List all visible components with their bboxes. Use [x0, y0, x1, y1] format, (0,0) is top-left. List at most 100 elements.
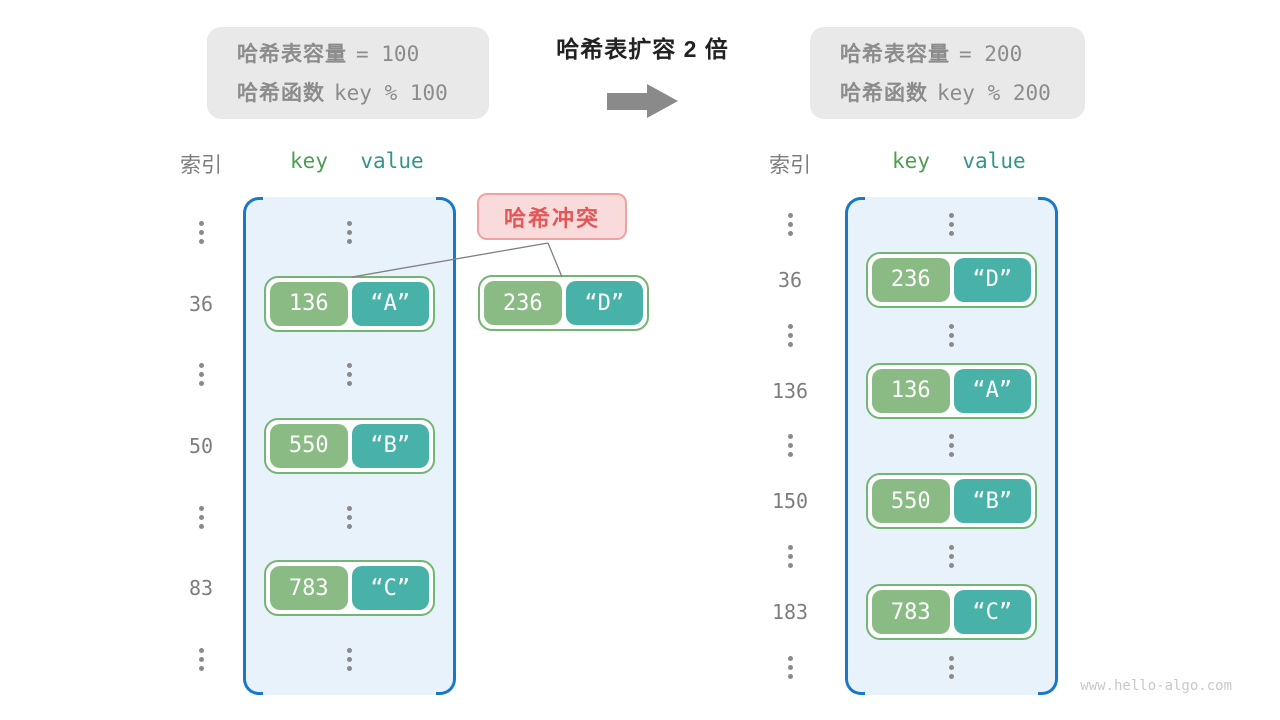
ellipsis-dots-icon	[198, 363, 204, 387]
capacity-box-after: 哈希表容量= 200 哈希函数 key % 200	[810, 27, 1085, 119]
ellipsis-dots-icon	[949, 656, 954, 680]
right-value-header: value	[962, 149, 1026, 173]
right-arrow-icon	[607, 84, 678, 119]
key-value-pair: 236“D”	[478, 275, 649, 331]
key-value-pair: 550“B”	[866, 473, 1037, 530]
value-box: “A”	[351, 281, 429, 326]
capacity-box-before: 哈希表容量 = 100 哈希函数 key % 100	[207, 27, 489, 119]
bucket-dots-cell	[845, 640, 1058, 695]
bucket-cell: 236“D”	[845, 251, 1058, 308]
key-value-pair: 236“D”	[866, 251, 1037, 308]
bucket-cell: 136“A”	[243, 268, 456, 339]
bucket-cell: 136“A”	[845, 362, 1058, 419]
key-box: 550	[872, 479, 950, 524]
value-box: “D”	[565, 281, 643, 325]
key-box: 136	[872, 368, 950, 413]
index-label: 36	[188, 291, 214, 316]
index-cell: 36	[171, 268, 231, 339]
index-dots-cell	[760, 529, 820, 584]
index-dots-cell	[760, 308, 820, 363]
bucket-cell: 783“C”	[845, 584, 1058, 641]
bucket-cell: 550“B”	[243, 410, 456, 481]
hash-function-label: 哈希函数	[840, 82, 928, 105]
value-box: “A”	[953, 368, 1031, 413]
bucket-dots-cell	[845, 529, 1058, 584]
index-dots-cell	[760, 197, 820, 252]
arrow-shaft	[607, 93, 647, 110]
key-box: 550	[270, 423, 348, 468]
ellipsis-dots-icon	[347, 363, 352, 387]
index-label: 50	[188, 433, 214, 458]
index-label: 150	[771, 489, 809, 514]
index-cell: 83	[171, 553, 231, 624]
index-label: 36	[777, 267, 803, 292]
ellipsis-dots-icon	[949, 323, 954, 347]
left-value-header: value	[360, 149, 424, 173]
bucket-dots-cell	[845, 308, 1058, 363]
ellipsis-dots-icon	[198, 647, 204, 671]
bucket-dots-cell	[243, 624, 456, 695]
bucket-dots-cell	[845, 197, 1058, 252]
ellipsis-dots-icon	[787, 655, 793, 679]
index-cell: 50	[171, 410, 231, 481]
left-key-header: key	[290, 149, 328, 173]
capacity-line: 哈希表容量 = 100	[237, 35, 489, 74]
ellipsis-dots-icon	[787, 545, 793, 569]
hash-function-line: 哈希函数 key % 100	[237, 74, 489, 113]
bucket-dots-cell	[243, 197, 456, 268]
hash-function-label: 哈希函数	[237, 82, 325, 105]
key-value-pair: 550“B”	[264, 417, 435, 474]
value-box: “B”	[953, 479, 1031, 524]
index-dots-cell	[760, 418, 820, 473]
index-dots-cell	[760, 640, 820, 695]
ellipsis-dots-icon	[347, 647, 352, 671]
hash-function-line: 哈希函数 key % 200	[840, 74, 1085, 113]
capacity-line: 哈希表容量= 200	[840, 35, 1085, 74]
hash-function-value: key % 100	[334, 81, 448, 105]
key-box: 236	[872, 257, 950, 302]
index-dots-cell	[171, 482, 231, 553]
value-box: “C”	[351, 566, 429, 611]
index-cell: 136	[760, 363, 820, 418]
capacity-value: = 200	[959, 42, 1023, 66]
left-bucket-array: 136“A” 550“B” 783“C”	[243, 197, 456, 695]
right-index-header: 索引	[769, 154, 811, 177]
value-box: “D”	[953, 257, 1031, 302]
arrow-head	[647, 84, 678, 118]
ellipsis-dots-icon	[787, 434, 793, 458]
ellipsis-dots-icon	[949, 545, 954, 569]
ellipsis-dots-icon	[347, 221, 352, 245]
key-box: 136	[270, 281, 348, 326]
index-label: 183	[771, 599, 809, 624]
bucket-dots-cell	[845, 419, 1058, 474]
ellipsis-dots-icon	[787, 323, 793, 347]
index-dots-cell	[171, 339, 231, 410]
key-box: 783	[872, 590, 950, 635]
left-index-column: 36 50 83	[171, 197, 231, 695]
right-index-column: 36 136 150 183	[760, 197, 820, 695]
index-label: 136	[771, 378, 809, 403]
index-cell: 36	[760, 252, 820, 307]
key-value-pair: 783“C”	[866, 584, 1037, 641]
capacity-label: 哈希表容量	[237, 43, 347, 66]
key-box: 783	[270, 566, 348, 611]
index-label: 83	[188, 576, 214, 601]
bucket-cell: 550“B”	[845, 473, 1058, 530]
index-dots-cell	[171, 197, 231, 268]
hash-function-value: key % 200	[937, 81, 1051, 105]
value-box: “B”	[351, 423, 429, 468]
bucket-dots-cell	[243, 482, 456, 553]
ellipsis-dots-icon	[949, 212, 954, 236]
bucket-dots-cell	[243, 339, 456, 410]
index-cell: 183	[760, 584, 820, 639]
expand-title: 哈希表扩容 2 倍	[556, 36, 729, 62]
ellipsis-dots-icon	[347, 505, 352, 529]
capacity-value: = 100	[356, 42, 420, 66]
bucket-cell: 783“C”	[243, 553, 456, 624]
right-key-header: key	[892, 149, 930, 173]
ellipsis-dots-icon	[198, 221, 204, 245]
index-dots-cell	[171, 624, 231, 695]
collision-badge: 哈希冲突	[477, 193, 627, 240]
collision-pair-slot: 236“D”	[478, 275, 649, 331]
